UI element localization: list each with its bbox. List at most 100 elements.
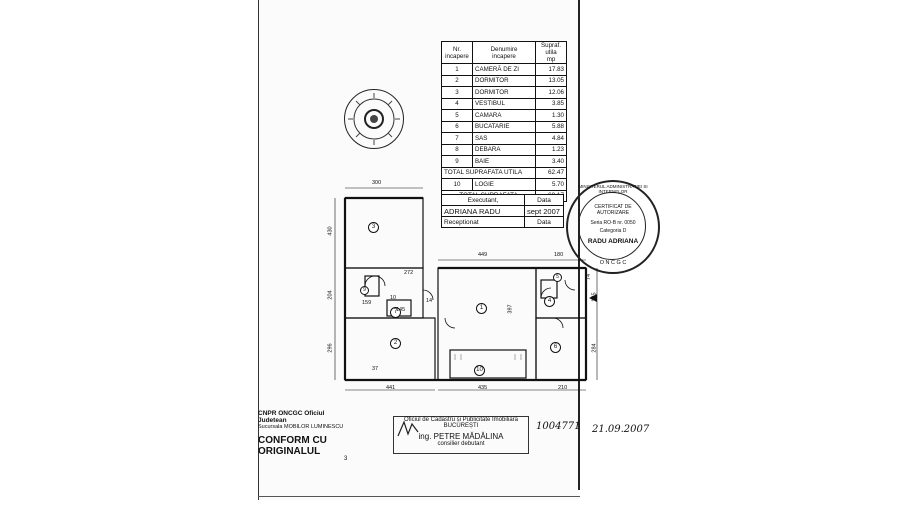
dim-left-mid: 204 [327, 290, 334, 300]
table-cell-nr: 2 [441, 74, 473, 87]
cadastre-line2: BUCUREȘTI [443, 423, 479, 429]
room-number-7: 7 [390, 307, 401, 318]
authorization-stamp: MINISTERUL ADMINISTRATIEI SI INTERNELOR … [566, 180, 660, 274]
authorization-name: RADU ADRIANA [587, 238, 639, 245]
dim-37: 37 [372, 366, 379, 372]
room-number-2: 2 [390, 338, 401, 349]
table-cell-name: BUCATARIE [472, 120, 536, 133]
authorization-top-text: MINISTERUL ADMINISTRATIEI SI INTERNELOR [578, 184, 648, 194]
table-cell-name: SAS [472, 132, 536, 145]
handwritten-date: 21.09.2007 [592, 424, 650, 435]
total-util-value: 62.47 [535, 166, 567, 179]
cadastre-line3: ing. PETRE MĂDĂLINA [418, 432, 504, 441]
executant-table: Executant, Data ADRIANA RADU sept 2007 R… [441, 194, 564, 228]
dim-74: 74 [586, 273, 593, 281]
dim-left-top: 430 [327, 226, 334, 236]
room-number-1: 1 [476, 303, 487, 314]
table-cell-name: DORMITOR [472, 74, 536, 87]
dim-top-left: 300 [372, 180, 382, 186]
copy-stamp-line2: Sucursala MOBILOR LUMINESCU [258, 424, 344, 430]
floor-plan [334, 187, 598, 391]
table-cell-nr: 3 [441, 86, 473, 99]
dim-14: 14 [426, 298, 433, 304]
total-util-row: TOTAL SUPRAFATA UTILA 62.47 [441, 166, 567, 179]
table-cell-area: 1.23 [535, 143, 567, 156]
table-cell-name: DORMITOR [472, 86, 536, 99]
loggia-area: 5.70 [535, 178, 567, 191]
dim-bottom-right: 210 [558, 385, 568, 391]
room-2-wall [344, 317, 436, 381]
dim-397: 397 [507, 304, 514, 314]
table-cell-name: VESTIBUL [472, 97, 536, 110]
authorization-bottom: O N C G C [599, 260, 627, 266]
round-seal-stamp [344, 89, 404, 149]
table-cell-name: CAMARA [472, 109, 536, 122]
table-cell-nr: 4 [441, 97, 473, 110]
loggia-wall [449, 349, 527, 379]
dim-top-right: 180 [554, 252, 564, 258]
table-cell-area: 3.40 [535, 155, 567, 168]
room-number-3: 3 [368, 222, 379, 233]
dim-left-bottom: 296 [327, 343, 334, 353]
table-cell-nr: 5 [441, 109, 473, 122]
room-number-6: 6 [550, 342, 561, 353]
handwritten-number: 1004771 [536, 421, 581, 432]
copy-stamp-big1: CONFORM CU [258, 435, 327, 446]
copy-stamp-big2: ORIGINALUL [258, 446, 321, 457]
rooms-table: Nr. incapere Denumire incapere Supraf. u… [441, 41, 567, 202]
sheet-edge-bottom [258, 496, 580, 497]
dim-145: 145 [396, 307, 406, 313]
room-number-5: 5 [553, 273, 562, 282]
table-cell-area: 17.83 [535, 63, 567, 76]
receptionat-label: Receptionat [441, 216, 525, 228]
dim-272: 272 [404, 270, 414, 276]
copy-conform-stamp: CNPR ONCGC Oficiul Judetean Sucursala MO… [258, 410, 354, 466]
table-cell-area: 13.05 [535, 74, 567, 87]
table-cell-area: 1.30 [535, 109, 567, 122]
dim-right-bottom: 284 [591, 343, 598, 353]
table-cell-nr: 8 [441, 143, 473, 156]
room-number-10: 10 [474, 365, 485, 376]
signature-left-icon [397, 420, 419, 437]
cadastre-stamp: Oficiul de Cadastru și Publicitate Imobi… [393, 416, 529, 454]
room-3-wall [344, 197, 424, 269]
authorization-center-text: CERTIFICAT DE AUTORIZARE [594, 204, 632, 216]
room-6-wall [535, 317, 587, 381]
room-number-9: 9 [360, 286, 369, 295]
copy-stamp-num: 3 [344, 456, 348, 462]
cadastre-line1: Oficiul de Cadastru și Publicitate Imobi… [403, 417, 519, 423]
table-cell-nr: 6 [441, 120, 473, 133]
table-cell-area: 12.06 [535, 86, 567, 99]
receptionat-date-label: Data [524, 216, 564, 228]
table-cell-name: BAIE [472, 155, 536, 168]
table-cell-nr: 1 [441, 63, 473, 76]
table-cell-name: DEBARA [472, 143, 536, 156]
table-header-row: Nr. incapere Denumire incapere Supraf. u… [441, 41, 567, 64]
table-cell-area: 4.84 [535, 132, 567, 145]
loggia-name: LOGIE [472, 178, 536, 191]
table-cell-name: CAMERĂ DE ZI [472, 63, 536, 76]
dim-bottom-mid: 435 [478, 385, 488, 391]
table-cell-area: 5.88 [535, 120, 567, 133]
header-name: Denumire incapere [472, 41, 536, 64]
room-1-wall [437, 267, 537, 381]
header-nr: Nr. incapere [441, 41, 473, 64]
loggia-row: 10 LOGIE 5.70 [441, 178, 567, 191]
authorization-categoria: Categoria D [599, 228, 627, 234]
dim-top-mid: 449 [478, 252, 488, 258]
authorization-inner-ring [578, 192, 646, 260]
dim-bottom-left: 441 [386, 385, 396, 391]
table-cell-area: 3.85 [535, 97, 567, 110]
cadastre-line4: consilier debutant [437, 441, 485, 447]
dim-159: 159 [362, 300, 372, 306]
authorization-serie: Seria RO-B nr. 0050 [590, 220, 636, 226]
dim-right-mid: 145 [591, 292, 598, 302]
